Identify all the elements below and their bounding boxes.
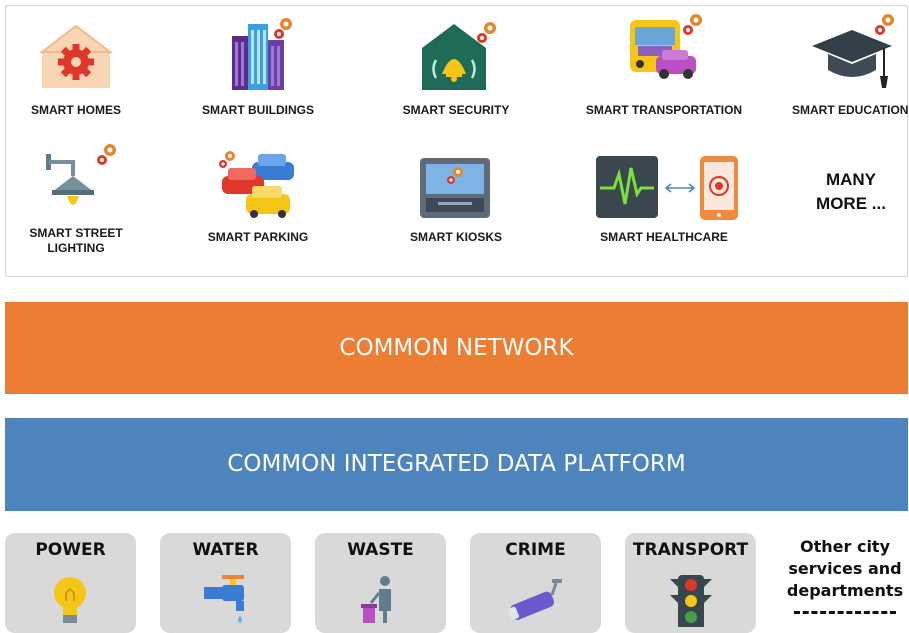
smart-kiosks-label: SMART KIOSKS [409, 230, 502, 244]
department-power-label: POWER [35, 540, 106, 560]
health-monitor-icon [596, 156, 738, 220]
department-waste: WASTE [315, 533, 446, 633]
smart-security-label: SMART SECURITY [402, 103, 510, 117]
smart-healthcare-label: SMART HEALTHCARE [600, 230, 728, 244]
common-network-label: COMMON NETWORK [339, 335, 574, 361]
department-power: POWER [5, 533, 136, 633]
department-transport-label: TRANSPORT [632, 540, 749, 560]
waste-bin-icon [361, 576, 391, 623]
department-water: WATER [160, 533, 291, 633]
smart-home-icon [40, 24, 112, 88]
department-water-label: WATER [192, 540, 259, 560]
department-crime-label: CRIME [505, 540, 566, 560]
many-more-label: MANY MORE ... [816, 170, 886, 213]
traffic-light-icon [670, 575, 712, 627]
smart-education-label: SMART EDUCATION [792, 103, 908, 117]
common-network-band: COMMON NETWORK [5, 302, 908, 394]
department-waste-label: WASTE [347, 540, 414, 560]
smart-buildings-label: SMART BUILDINGS [202, 103, 314, 117]
parking-cars-icon [219, 151, 294, 218]
cctv-camera-icon [508, 579, 562, 620]
water-tap-icon [204, 575, 244, 623]
street-light-icon [46, 144, 116, 205]
common-data-platform-label: COMMON INTEGRATED DATA PLATFORM [227, 451, 686, 477]
smart-security-icon [422, 22, 496, 90]
department-transport: TRANSPORT [625, 533, 756, 633]
smart-parking-label: SMART PARKING [207, 230, 309, 244]
common-data-platform-band: COMMON INTEGRATED DATA PLATFORM [5, 418, 908, 511]
graduation-cap-icon [812, 14, 894, 88]
other-departments-label: Other city services and departments [786, 537, 904, 600]
smart-street-lighting-label: SMART STREET LIGHTING [29, 226, 123, 255]
light-bulb-icon [54, 577, 86, 623]
kiosk-icon [420, 158, 490, 218]
smart-buildings-icon [232, 18, 292, 90]
smart-homes-label: SMART HOMES [31, 103, 121, 117]
smart-transportation-label: SMART TRANSPORTATION [585, 103, 743, 117]
smart-transportation-icon [630, 14, 702, 79]
department-crime: CRIME [470, 533, 601, 633]
dashed-line [794, 611, 896, 614]
